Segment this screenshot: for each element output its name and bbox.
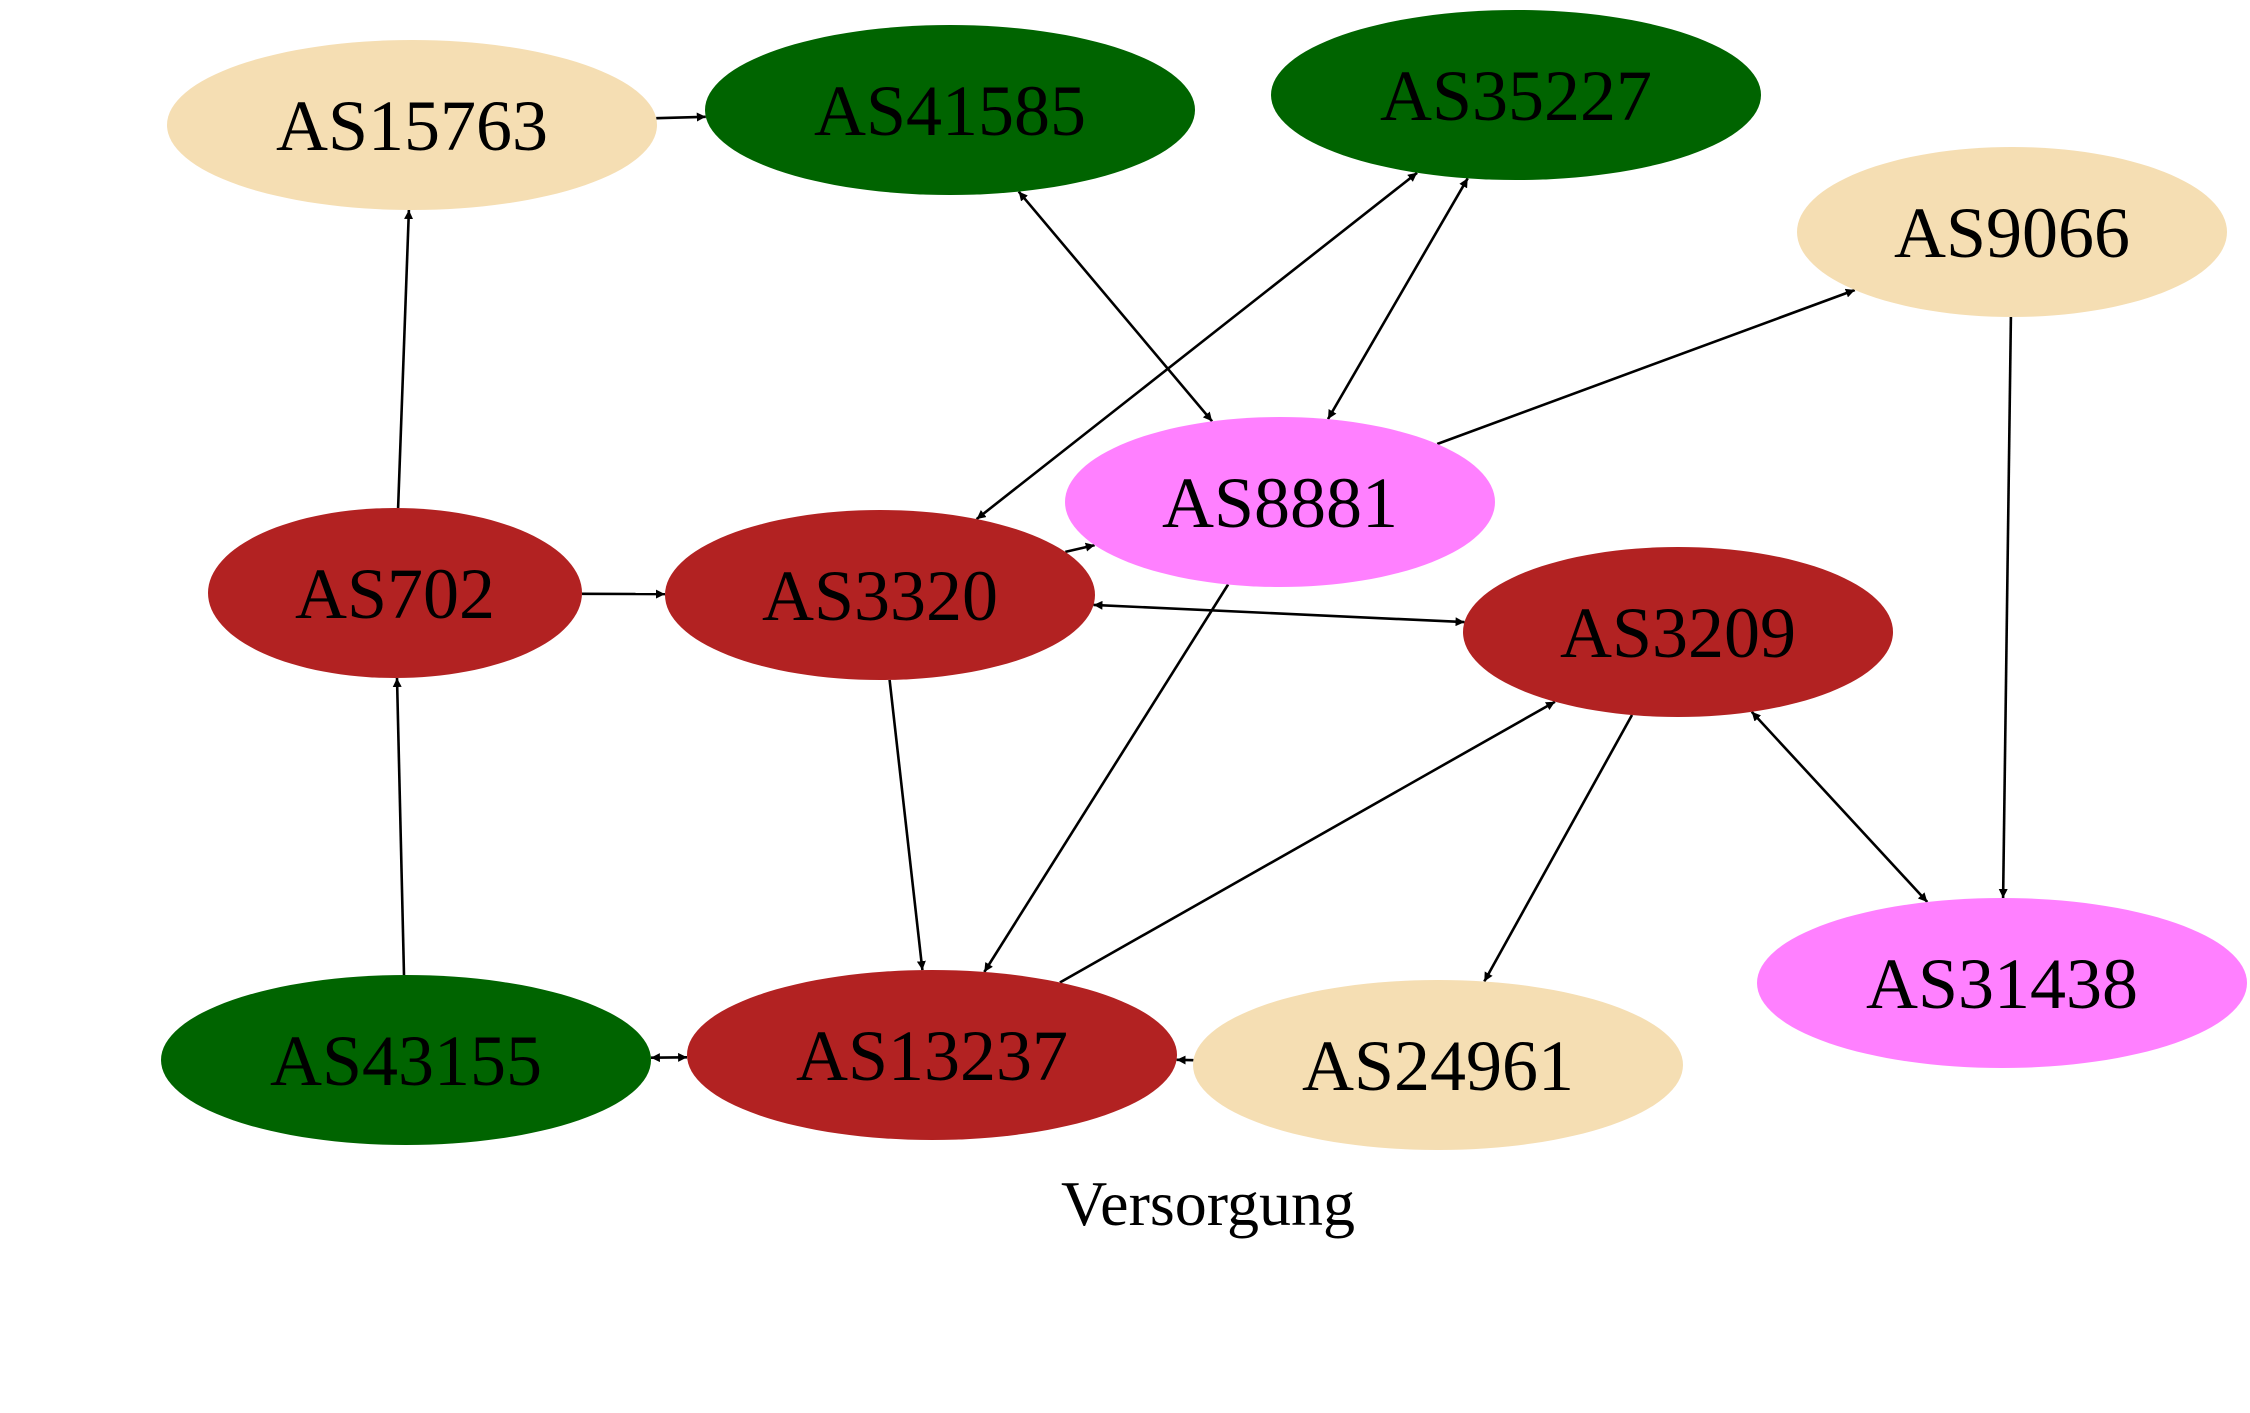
edge-as702-as15763 [396, 209, 414, 509]
node-shape [705, 25, 1195, 195]
edge-as3320-as13237 [888, 679, 926, 971]
node-shape [665, 510, 1095, 680]
node-label: AS702 [295, 554, 495, 634]
node-as41585: AS41585 [705, 25, 1195, 195]
node-as3209: AS3209 [1463, 547, 1893, 717]
node-label: AS35227 [1380, 56, 1652, 136]
node-shape [167, 40, 657, 210]
edge-as15763-as41585 [656, 112, 706, 122]
edge-as3209-as24961 [1483, 714, 1634, 983]
node-label: AS3320 [762, 556, 998, 636]
node-label: AS41585 [814, 71, 1086, 151]
node-label: AS3209 [1560, 593, 1796, 673]
node-shape [1065, 417, 1495, 587]
node-shape [1271, 10, 1761, 180]
node-as702: AS702 [208, 508, 582, 678]
node-as43155: AS43155 [161, 975, 651, 1145]
node-label: AS24961 [1302, 1026, 1574, 1106]
node-shape [1463, 547, 1893, 717]
edge-as8881-as13237 [983, 583, 1230, 973]
node-as9066: AS9066 [1797, 147, 2227, 317]
edge-as35227-as8881 [1326, 177, 1469, 420]
node-as24961: AS24961 [1193, 980, 1683, 1150]
edge-as41585-as8881 [1017, 190, 1214, 423]
node-shape [1757, 898, 2247, 1068]
edges-layer [392, 112, 2013, 1065]
node-shape [161, 975, 651, 1145]
node-shape [208, 508, 582, 678]
edge-as3320-as8881 [1065, 542, 1095, 554]
node-shape [1193, 980, 1683, 1150]
node-as13237: AS13237 [687, 970, 1177, 1140]
edge-as9066-as31438 [1998, 316, 2013, 899]
node-label: AS13237 [796, 1016, 1068, 1096]
node-label: AS9066 [1894, 193, 2130, 273]
node-as8881: AS8881 [1065, 417, 1495, 587]
edge-as3320-as3209 [1093, 600, 1465, 627]
node-label: AS43155 [270, 1021, 542, 1101]
node-as15763: AS15763 [167, 40, 657, 210]
node-as35227: AS35227 [1271, 10, 1761, 180]
edge-as8881-as9066 [1436, 288, 1856, 446]
edge-as13237-as3209 [1059, 700, 1556, 984]
edge-as3209-as31438 [1750, 710, 1929, 903]
edge-as43155-as702 [392, 677, 406, 976]
node-label: AS8881 [1162, 463, 1398, 543]
node-label: AS15763 [276, 86, 548, 166]
node-shape [1797, 147, 2227, 317]
node-shape [687, 970, 1177, 1140]
node-label: AS31438 [1866, 944, 2138, 1024]
graph-caption: Versorgung [1061, 1168, 1355, 1239]
node-as31438: AS31438 [1757, 898, 2247, 1068]
node-as3320: AS3320 [665, 510, 1095, 680]
